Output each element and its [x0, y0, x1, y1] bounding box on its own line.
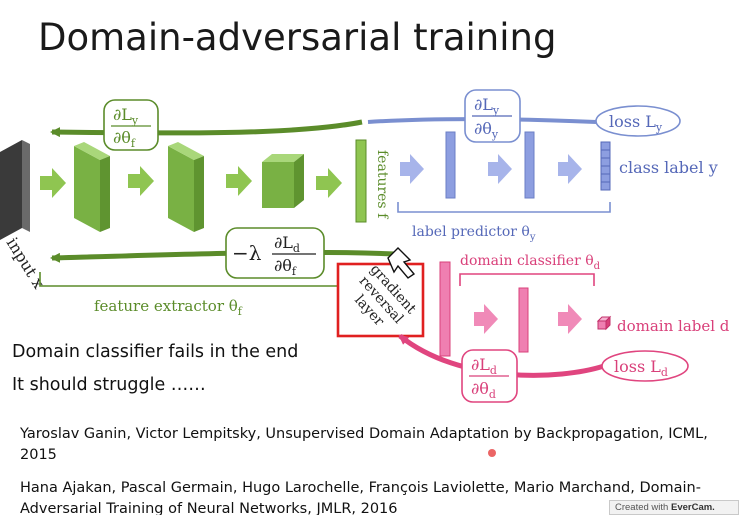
reference-1: Yaroslav Ganin, Victor Lempitsky, Unsupe… — [20, 426, 708, 463]
domain-label: domain label d — [617, 317, 730, 335]
reference-2: Hana Ajakan, Pascal Germain, Hugo Laroch… — [20, 480, 701, 515]
feature-extractor-label: feature extractor θf — [94, 297, 243, 318]
svg-text:∂θd: ∂θd — [471, 379, 496, 401]
svg-text:∂Ly: ∂Ly — [113, 105, 139, 127]
label-predictor-arrows — [400, 154, 582, 184]
svg-text:∂Ly: ∂Ly — [474, 95, 500, 117]
svg-text:−λ: −λ — [232, 241, 262, 265]
gradient-reversed-ld-thetaf: −λ ∂Ld ∂θf — [225, 227, 325, 279]
gradient-ld-thetad: ∂Ld ∂θd — [461, 349, 518, 403]
gradient-arrow-top — [50, 119, 363, 138]
laser-pointer-dot — [488, 449, 496, 457]
loss-d: loss Ld — [601, 350, 689, 382]
slide-title: Domain-adversarial training — [38, 16, 557, 59]
domain-classifier-arrows — [474, 304, 582, 334]
svg-text:∂θf: ∂θf — [113, 128, 136, 150]
gradient-ly-thetaf: ∂Ly ∂θf — [103, 99, 159, 151]
svg-text:∂Ld: ∂Ld — [274, 233, 300, 255]
svg-text:∂θy: ∂θy — [474, 119, 499, 141]
svg-text:loss Ly: loss Ly — [609, 112, 663, 134]
domain-classifier-brace — [459, 273, 595, 286]
svg-text:loss Ld: loss Ld — [614, 357, 668, 379]
gradient-ly-thetay: ∂Ly ∂θy — [464, 89, 521, 143]
input-label: input x — [3, 234, 49, 292]
label-predictor-layers — [445, 131, 611, 199]
label-predictor-label: label predictor θy — [412, 224, 536, 243]
feature-extractor-layers — [74, 139, 367, 232]
gradient-arrow-reversed — [50, 249, 396, 263]
loss-y: loss Ly — [595, 105, 681, 137]
features-label: features f — [374, 150, 390, 220]
note-line-2: It should struggle …… — [12, 375, 206, 395]
pointer-arrow-icon — [387, 247, 416, 279]
evercam-watermark: Created with EverCam. — [609, 500, 739, 515]
label-predictor-brace — [397, 202, 611, 213]
svg-text:∂θf: ∂θf — [274, 256, 297, 278]
class-label: class label y — [619, 158, 718, 177]
feature-flow-arrows — [40, 166, 342, 198]
note-line-1: Domain classifier fails in the end — [12, 342, 299, 362]
input-image — [0, 140, 30, 240]
domain-classifier-label: domain classifier θd — [460, 253, 601, 272]
svg-text:∂Ld: ∂Ld — [471, 355, 497, 377]
domain-classifier-layers — [439, 261, 612, 357]
